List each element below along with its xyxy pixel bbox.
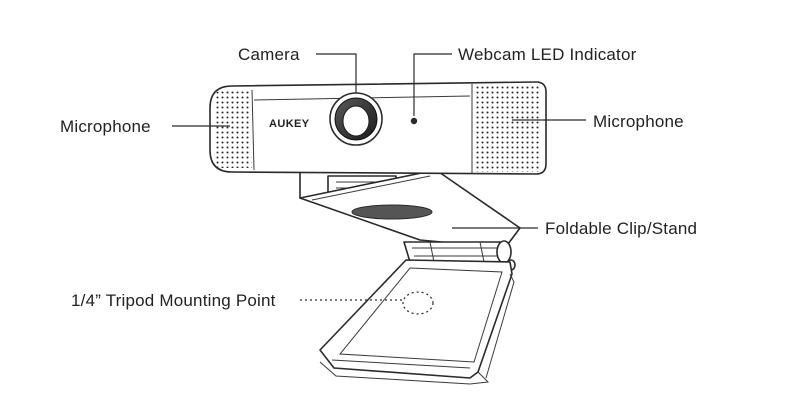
label-camera: Camera	[238, 45, 300, 64]
label-foldable-clip: Foldable Clip/Stand	[545, 219, 697, 238]
clip-pivot-ring	[351, 204, 433, 220]
foldable-clip-stand	[299, 169, 521, 385]
callout-lines	[172, 53, 586, 315]
label-microphone-left: Microphone	[60, 117, 151, 136]
brand-logo: AUKEY	[269, 118, 310, 130]
camera-body: AUKEY	[209, 81, 547, 175]
label-tripod-mount: 1/4” Tripod Mounting Point	[71, 291, 276, 310]
label-microphone-right: Microphone	[593, 112, 684, 131]
labels: Camera Webcam LED Indicator Microphone M…	[60, 45, 697, 310]
label-led-indicator: Webcam LED Indicator	[458, 45, 637, 64]
led-callout-line	[413, 53, 452, 116]
led-indicator	[410, 117, 418, 125]
clip-base-plate	[319, 259, 513, 379]
microphone-grille-left	[214, 90, 252, 168]
tripod-mount-marker	[402, 291, 434, 315]
camera-callout-line	[316, 53, 357, 93]
microphone-grille-right	[474, 84, 540, 172]
camera-lens-glass	[342, 105, 370, 137]
clip-hinge	[403, 241, 507, 263]
